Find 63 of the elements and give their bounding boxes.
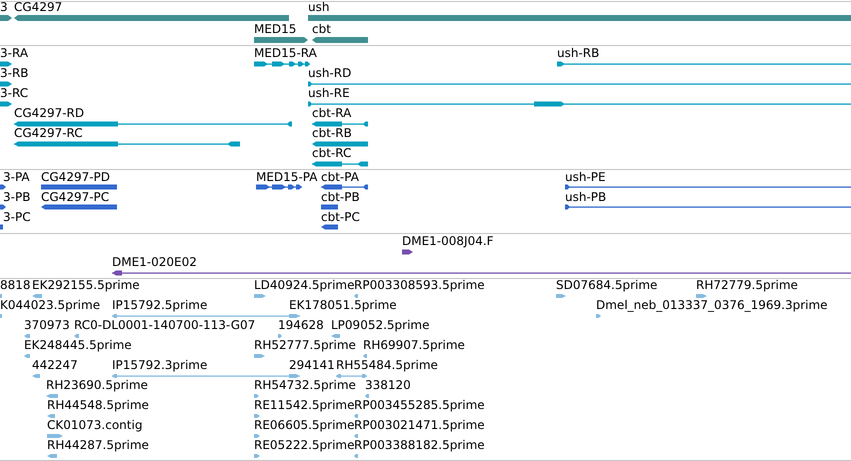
feature-label: 3-PB	[3, 190, 30, 204]
feature-label: cbt-RC	[312, 146, 352, 160]
feature-label: CG4297-PC	[41, 190, 110, 204]
feature-label: ush	[308, 0, 330, 14]
feature-label: SD07684.5prime	[556, 278, 658, 292]
feature-label: 3-PA	[3, 170, 30, 184]
feature-label: K044023.5prime	[0, 298, 100, 312]
feature-label: RE11542.5prime	[254, 398, 354, 412]
feature-label: MED15-PA	[256, 170, 318, 184]
feature-label: RH23690.5prime	[46, 378, 148, 392]
feature-label: 294141	[289, 358, 335, 372]
feature-label: ush-PE	[565, 170, 606, 184]
feature-label: RP003021471.5prime	[354, 418, 485, 432]
feature-label: 3-RA	[0, 46, 28, 60]
feature-label: CG4297-RD	[14, 106, 84, 120]
feature-label: RH72779.5prime	[696, 278, 798, 292]
feature-label: RH44287.5prime	[47, 438, 149, 452]
feature-label: DME1-020E02	[112, 255, 197, 269]
feature-label: CG4297	[14, 0, 62, 14]
feature-label: EK248445.5prime	[24, 338, 132, 352]
feature-label: 338120	[365, 378, 411, 392]
feature-label: 194628	[278, 318, 324, 332]
feature-label: RE05222.5prime	[254, 438, 354, 452]
feature-label: 3-RB	[0, 66, 29, 80]
feature-label: ush-RB	[557, 46, 600, 60]
feature-label: ush-RE	[308, 86, 350, 100]
feature-label: cbt-PB	[321, 190, 360, 204]
feature-label: EK178051.5prime	[289, 298, 397, 312]
feature-label: MED15	[254, 22, 296, 36]
feature-label: 370973	[24, 318, 70, 332]
feature-label: cbt-RA	[312, 106, 352, 120]
feature-label: 442247	[32, 358, 78, 372]
feature-label: ush-RD	[308, 66, 352, 80]
feature-label: RE06605.5prime	[254, 418, 354, 432]
feature-label: IP15792.5prime	[112, 298, 208, 312]
feature-label: RP003308593.5prime	[354, 278, 485, 292]
feature-label: 3	[0, 0, 8, 14]
feature-label: 8818	[0, 278, 31, 292]
feature-label: LP09052.5prime	[331, 318, 430, 332]
feature-label: cbt-PC	[321, 210, 360, 224]
feature-label: RH44548.5prime	[47, 398, 149, 412]
feature-label: DME1-008J04.F	[402, 234, 494, 248]
feature-label: CK01073.contig	[47, 418, 142, 432]
feature-label: RC0-DL0001-140700-113-G07	[74, 318, 256, 332]
feature-label: EK292155.5prime	[32, 278, 140, 292]
feature-label: RH69907.5prime	[363, 338, 465, 352]
feature-label: ush-PB	[565, 190, 606, 204]
feature-label: 3-PC	[3, 210, 31, 224]
feature-label: cbt-RB	[312, 126, 352, 140]
feature-label: RP003455285.5prime	[354, 398, 485, 412]
feature-label: CG4297-RC	[14, 126, 83, 140]
feature-label: RH52777.5prime	[254, 338, 356, 352]
feature-label: cbt	[312, 22, 331, 36]
feature-label: MED15-RA	[254, 46, 317, 60]
feature-label: RH54732.5prime	[254, 378, 356, 392]
feature-label: Dmel_neb_013337_0376_1969.3prime	[596, 298, 828, 312]
feature-label: CG4297-PD	[41, 170, 110, 184]
feature-label: LD40924.5prime	[254, 278, 355, 292]
feature-label: RP003388182.5prime	[354, 438, 485, 452]
feature-label: 3-RC	[0, 86, 28, 100]
feature-label: cbt-PA	[321, 170, 359, 184]
feature-label: IP15792.3prime	[112, 358, 208, 372]
feature-label: RH55484.5prime	[336, 358, 438, 372]
